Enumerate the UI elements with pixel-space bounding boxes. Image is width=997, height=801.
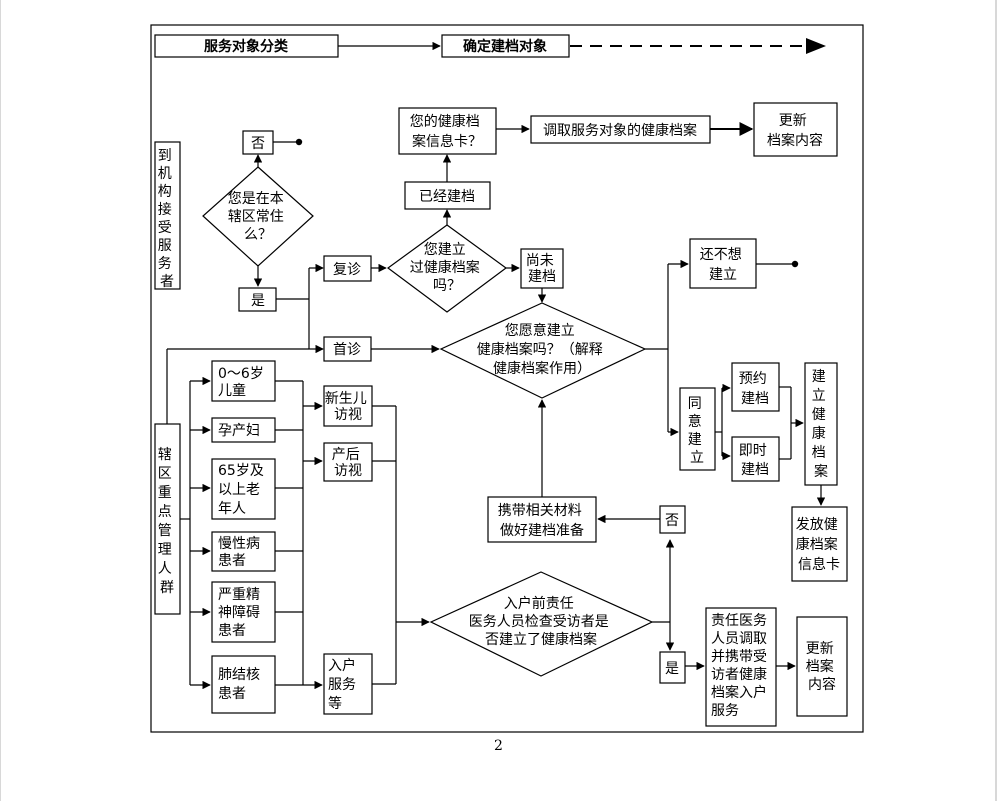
agree-text: 同 意 建 立: [688, 396, 706, 466]
no-record-box: [520, 248, 564, 289]
instant-text: 即时 建档: [739, 443, 771, 478]
newborn-visit-text: 新生儿 访视: [325, 391, 371, 423]
not-want-text: 还不想 建立: [700, 247, 746, 283]
group-chronic-box: [211, 531, 276, 572]
key-groups-side-label: 辖 区 重 点 管 理 人 群: [158, 447, 176, 596]
target-label: 确定建档对象: [463, 38, 547, 55]
fetch-record-label: 调取服务对象的健康档案: [543, 122, 697, 139]
group-children-text: 0～6岁 儿童: [218, 366, 268, 399]
create-record-text: 建 立 健 康 档 案: [812, 369, 830, 480]
agree-box: [679, 387, 716, 471]
group-chronic-text: 慢性病 患者: [218, 535, 264, 569]
prepare-text: 携带相关材料 做好建档准备: [498, 503, 586, 539]
home-yes-label: 是: [665, 661, 679, 677]
resident-question-text: 您是在本 辖区常住 么？: [228, 190, 288, 243]
no-record-text: 尚未 建档: [526, 253, 558, 285]
group-children-box: [211, 360, 276, 402]
newborn-visit-box: [323, 385, 373, 427]
not-want-end-dot: [791, 260, 799, 268]
first-visit-label: 首诊: [333, 342, 361, 358]
first-visit-box: [323, 336, 372, 362]
card-question-text: 您的健康档 案信息卡？: [410, 113, 484, 150]
service-class-label: 服务对象分类: [204, 38, 289, 55]
home-service-box: [323, 653, 373, 715]
group-elderly-box: [211, 458, 276, 520]
doctor-fetch-text: 责任医务 人员调取 并携带受 访者健康 档案入户 服务: [711, 613, 771, 719]
has-record-diamond: [386, 224, 508, 313]
postpartum-visit-box: [323, 442, 373, 482]
issue-card-box: [791, 506, 848, 582]
resident-no-end-dot: [295, 138, 303, 146]
appointment-text: 预约 建档: [739, 371, 771, 407]
update-record-text: 更新 档案内容: [767, 113, 823, 149]
issue-card-text: 发放健 康档案 信息卡: [796, 517, 842, 573]
fetch-record-box: [530, 115, 711, 144]
update-record-box: [753, 102, 838, 157]
resident-yes-label: 是: [251, 293, 265, 309]
card-question-box: [398, 107, 497, 155]
doctor-fetch-box: [705, 607, 777, 727]
appointment-box: [731, 362, 780, 412]
revisit-box: [323, 255, 372, 282]
resident-no-label: 否: [251, 136, 265, 152]
group-mental-box: [211, 581, 276, 643]
home-check-text: 入户前责任 医务人员检查受访者是 否建立了健康档案: [469, 595, 613, 648]
has-record-question-text: 您建立 过健康档案 吗？: [410, 241, 484, 294]
walkin-side-box: [154, 141, 181, 290]
group-pregnant-text: 孕产妇: [218, 422, 260, 439]
group-tb-box: [211, 655, 276, 714]
willing-question-text: 您愿意建立 健康档案吗？（解释 健康档案作用）: [477, 322, 607, 377]
create-record-box: [804, 362, 838, 486]
home-service-text: 入户 服务 等: [328, 657, 360, 712]
group-elderly-text: 65岁及 以上老 年人: [218, 463, 268, 517]
home-update-text: 更新 档案 内容: [806, 641, 838, 693]
revisit-label: 复诊: [333, 261, 361, 278]
home-no-box: [659, 505, 686, 534]
home-check-diamond: [429, 571, 654, 677]
group-mental-text: 严重精 神障碍 患者: [218, 587, 264, 639]
has-record-label: 已经建档: [419, 189, 475, 205]
home-yes-box: [659, 651, 686, 684]
home-no-label: 否: [665, 513, 679, 529]
instant-box: [731, 436, 780, 482]
target-box: [441, 34, 570, 58]
group-tb-text: 肺结核 患者: [218, 667, 264, 702]
page-number: 2: [494, 738, 503, 754]
postpartum-visit-text: 产后 访视: [332, 447, 364, 479]
not-want-box: [689, 238, 757, 289]
home-update-box: [796, 616, 848, 717]
walkin-side-label: 到 机 构 接 受 服 务 者: [158, 148, 176, 290]
willing-diamond: [439, 302, 647, 399]
